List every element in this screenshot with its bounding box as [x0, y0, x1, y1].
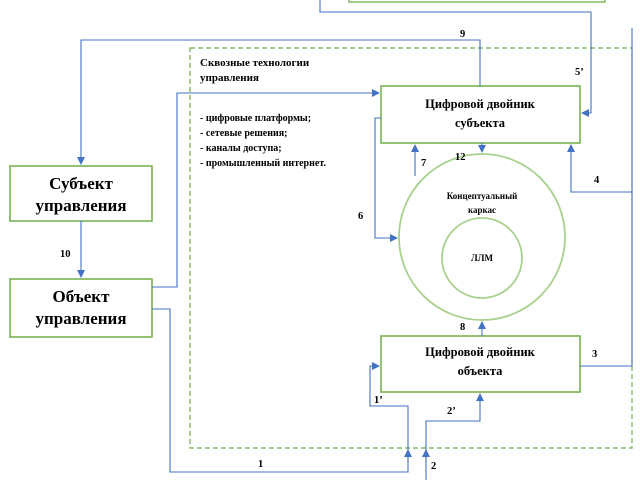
frame-list-item: - сетевые решения; [200, 128, 287, 139]
top-partial-box [348, 0, 606, 3]
twin-object-line2: объекта [458, 364, 504, 378]
arrow-right-outer [580, 28, 633, 367]
conceptual-frame-line1: Концептуальный [447, 191, 518, 201]
frame-list-item: - промышленный интернет. [200, 158, 326, 169]
twin-object-box: Цифровой двойник объекта [380, 335, 581, 393]
label-10: 10 [60, 249, 71, 260]
label-1: 1 [258, 459, 263, 470]
label-3: 3 [592, 349, 597, 360]
frame-title-line1: Сквозные технологии [200, 57, 310, 69]
label-5p: 5’ [575, 67, 584, 78]
label-9: 9 [460, 29, 465, 40]
label-2p: 2’ [447, 406, 456, 417]
object-control-line1: Объект [53, 287, 111, 306]
label-4: 4 [594, 175, 600, 186]
subject-control-line1: Субъект [49, 174, 113, 193]
llm-label: ЛЛМ [471, 253, 493, 263]
arrow-1 [152, 308, 409, 473]
arrow-top-link [319, 0, 592, 22]
object-control-line2: управления [35, 309, 126, 328]
arrow-6 [374, 117, 398, 242]
frame-title-line2: управления [200, 72, 259, 84]
conceptual-frame-line2: каркас [468, 205, 496, 215]
arrow-4 [567, 144, 632, 193]
arrow-1p [369, 362, 409, 452]
llm-circle [441, 217, 523, 299]
object-control-box: Объект управления [9, 278, 153, 338]
arrow-9 [77, 39, 481, 165]
arrow-5p [581, 22, 592, 117]
twin-subject-box: Цифровой двойник субъекта [380, 85, 581, 144]
twin-subject-line1: Цифровой двойник [425, 97, 536, 111]
twin-subject-line2: субъекта [455, 116, 506, 130]
subject-control-box: Субъект управления [9, 165, 153, 222]
label-6: 6 [358, 211, 363, 222]
arrow-object-to-twin-subject [152, 89, 380, 288]
frame-list-item: - каналы доступа; [200, 143, 282, 154]
twin-object-line1: Цифровой двойник [425, 345, 536, 359]
subject-control-line2: управления [35, 196, 126, 215]
label-7: 7 [421, 158, 426, 169]
frame-list-item: - цифровые платформы; [200, 113, 311, 124]
label-1p: 1’ [374, 395, 383, 406]
label-2: 2 [431, 461, 436, 472]
label-12: 12 [455, 152, 466, 163]
label-8: 8 [460, 322, 465, 333]
